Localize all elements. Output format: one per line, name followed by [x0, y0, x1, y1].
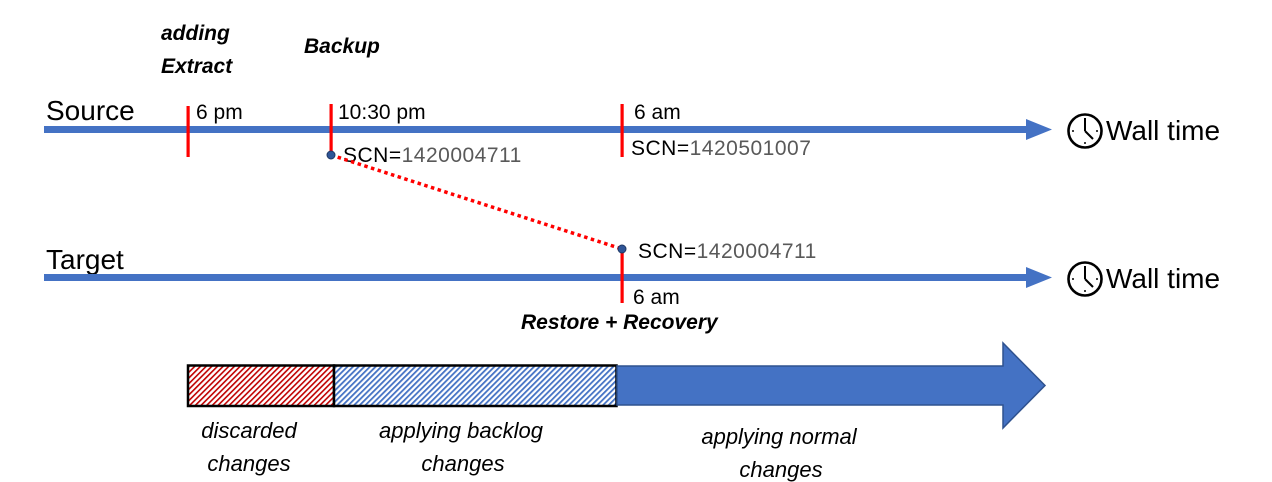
- marker-time-label: 6 am: [634, 101, 681, 124]
- event-label: Restore + Recovery: [521, 311, 719, 334]
- phase-normal-arrow: [616, 341, 1047, 430]
- target-axis-arrowhead: [1026, 267, 1052, 288]
- marker-source-6am: 6 am SCN=1420501007: [620, 101, 811, 160]
- target-timeline: Target Wall time SCN=1420004711 6 am Res…: [44, 240, 1220, 334]
- marker-time-label: 6 am: [633, 286, 680, 309]
- target-axis-line: [44, 274, 1030, 281]
- source-axis-arrowhead: [1026, 119, 1052, 140]
- event-label-line-2: Extract: [161, 55, 233, 78]
- scn-label: SCN=1420004711: [343, 144, 522, 167]
- scn-prefix: SCN=: [638, 240, 697, 263]
- source-timeline: Source Wall time 6 pm adding Extract 10:…: [44, 22, 1220, 167]
- backup-scn-dot: [326, 150, 336, 160]
- marker-tick: [329, 104, 333, 154]
- scn-label: SCN=1420501007: [631, 137, 811, 160]
- target-wall-time-label: Wall time: [1106, 263, 1220, 294]
- marker-tick: [186, 106, 190, 157]
- clock-icon: [1067, 261, 1103, 297]
- scn-value: 1420501007: [690, 137, 812, 160]
- source-axis-line: [44, 126, 1030, 133]
- event-label: Backup: [304, 35, 380, 58]
- marker-backup: 10:30 pm Backup SCN=1420004711: [304, 35, 522, 167]
- marker-target-restore: SCN=1420004711 6 am Restore + Recovery: [521, 240, 817, 334]
- clock-icon: [1067, 113, 1103, 149]
- phase-discarded-label-line-2: changes: [207, 451, 290, 476]
- scn-prefix: SCN=: [631, 137, 690, 160]
- phase-backlog-label-line-1: applying backlog: [379, 418, 544, 443]
- restore-scn-dot: [617, 244, 627, 254]
- scn-connector-dotted-line: [330, 153, 623, 251]
- scn-label: SCN=1420004711: [638, 240, 817, 263]
- scn-value: 1420004711: [697, 240, 817, 263]
- phase-normal-label-line-1: applying normal: [701, 424, 857, 449]
- scn-value: 1420004711: [402, 144, 522, 167]
- marker-tick: [620, 249, 624, 303]
- phase-discarded-segment: [186, 364, 336, 408]
- phase-bar: discarded changes applying backlog chang…: [186, 341, 1047, 482]
- phase-backlog-label-line-2: changes: [421, 451, 504, 476]
- source-wall-time-label: Wall time: [1106, 115, 1220, 146]
- marker-time-label: 10:30 pm: [338, 101, 426, 124]
- phase-discarded-label-line-1: discarded: [201, 418, 297, 443]
- phase-backlog-segment: [332, 364, 618, 408]
- scn-prefix: SCN=: [343, 144, 402, 167]
- source-label: Source: [46, 95, 135, 126]
- phase-normal-label-line-2: changes: [739, 457, 822, 482]
- event-label-line-1: adding: [161, 22, 230, 45]
- marker-tick: [620, 104, 624, 157]
- marker-adding-extract: 6 pm adding Extract: [161, 22, 243, 157]
- target-label: Target: [46, 244, 124, 275]
- marker-time-label: 6 pm: [196, 101, 243, 124]
